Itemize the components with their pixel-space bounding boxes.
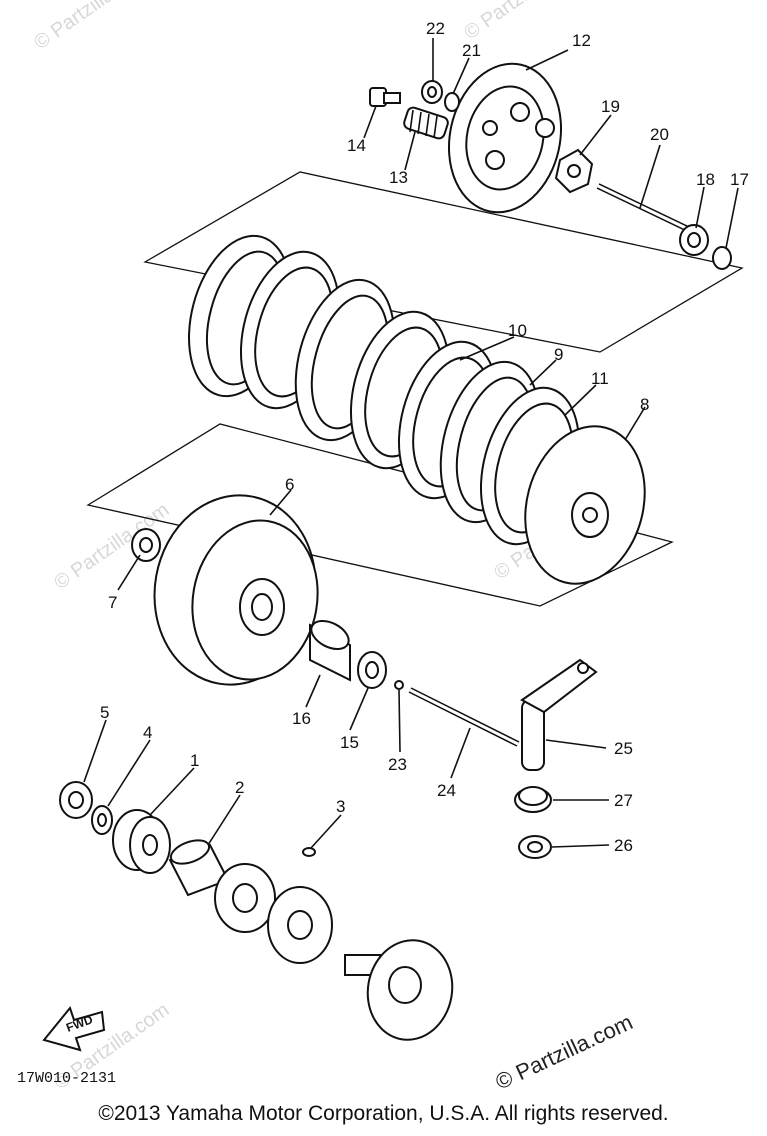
footer-watermark: © Partzilla.com: [492, 1009, 637, 1094]
callout-3: 3: [336, 797, 345, 816]
callout-7: 7: [108, 593, 117, 612]
callout-16: 16: [292, 709, 311, 728]
copyright-notice: ©2013 Yamaha Motor Corporation, U.S.A. A…: [98, 1102, 669, 1125]
callout-24: 24: [437, 781, 456, 800]
callout-19: 19: [601, 97, 620, 116]
watermark-text: © Partzilla.com: [460, 0, 583, 44]
ball-part: [394, 680, 404, 690]
callout-12: 12: [572, 31, 591, 50]
callout-13: 13: [389, 168, 408, 187]
crankshaft-bearing-part: [214, 863, 276, 933]
callout-numbers: 22 21 12 14 13 19 20 18 17 10 9 11 8 6 7…: [100, 19, 749, 855]
callout-25: 25: [614, 739, 633, 758]
push-rod-long-part: [408, 687, 520, 747]
crankshaft-bearing-part: [267, 886, 333, 964]
callout-4: 4: [143, 723, 152, 742]
diagram-code: 17W010-2131: [17, 1070, 116, 1087]
washer-part-4: [91, 805, 113, 835]
leader-lines: [83, 38, 739, 849]
bearing-part: [679, 224, 709, 256]
bolt-part: [369, 87, 401, 107]
callout-1: 1: [190, 751, 199, 770]
torsion-spring-part: [514, 786, 552, 813]
callout-2: 2: [235, 778, 244, 797]
nut-part: [421, 80, 443, 104]
crankshaft-part: [344, 939, 454, 1041]
forward-arrow-icon: FWD: [42, 1005, 106, 1052]
nut-part-5: [59, 781, 93, 819]
oil-seal-part: [518, 835, 552, 859]
callout-10: 10: [508, 321, 527, 340]
callout-20: 20: [650, 125, 669, 144]
callout-15: 15: [340, 733, 359, 752]
collar-part: [168, 839, 230, 897]
circlip-part: [712, 246, 732, 270]
callout-14: 14: [347, 136, 366, 155]
callout-17: 17: [730, 170, 749, 189]
callout-27: 27: [614, 791, 633, 810]
pressure-plate-part: [447, 62, 563, 214]
push-lever-part: [520, 658, 598, 771]
callout-26: 26: [614, 836, 633, 855]
callout-5: 5: [100, 703, 109, 722]
clutch-plate-group-outline: [143, 171, 744, 353]
callout-9: 9: [554, 345, 563, 364]
clutch-housing-part: [153, 494, 319, 686]
callout-8: 8: [640, 395, 649, 414]
callout-21: 21: [462, 41, 481, 60]
woodruff-key-part: [302, 847, 316, 857]
callout-23: 23: [388, 755, 407, 774]
clutch-boss-part: [524, 425, 646, 585]
push-rod-part: [596, 183, 692, 233]
callout-11: 11: [591, 369, 609, 388]
primary-drive-gear-part: [112, 809, 171, 874]
push-rod-nut-part: [554, 148, 594, 194]
callout-18: 18: [696, 170, 715, 189]
callout-22: 22: [426, 19, 445, 38]
thrust-washer-part: [131, 528, 161, 562]
clutch-plate-group-outline-lower: [86, 423, 674, 607]
spacer-part: [309, 619, 351, 682]
spring-part: [403, 106, 449, 140]
washer-part-15: [357, 651, 387, 689]
callout-6: 6: [285, 475, 294, 494]
washer-part: [444, 92, 460, 112]
watermark-text: © Partzilla.com: [30, 0, 153, 54]
